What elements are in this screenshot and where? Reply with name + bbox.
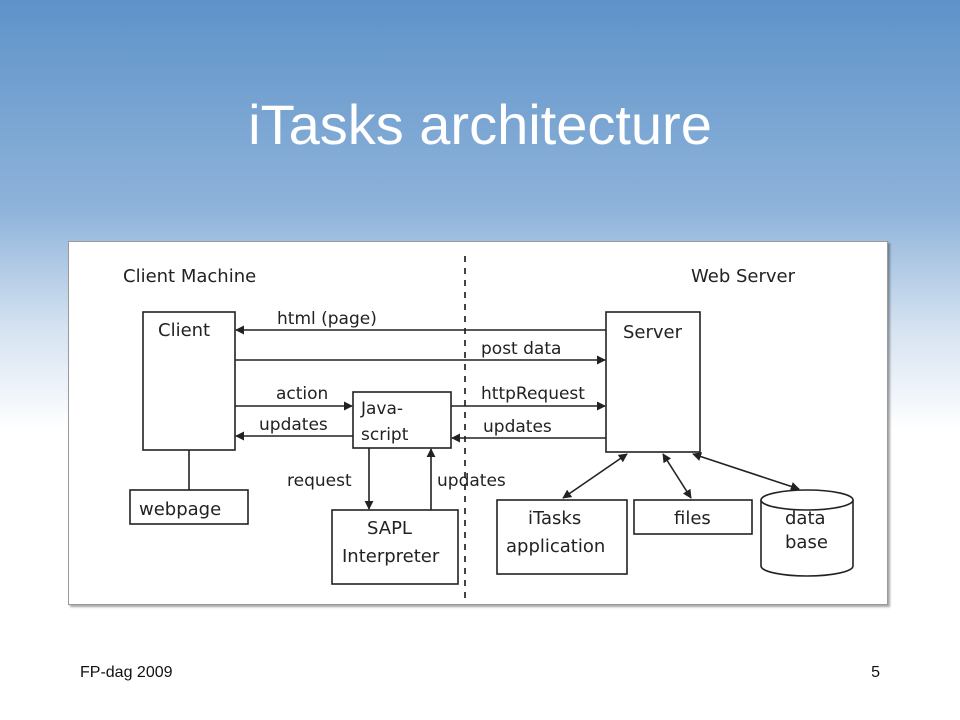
database-label-line2: base	[785, 532, 828, 553]
itasks-app-label-line1: iTasks	[528, 508, 581, 529]
server-box	[605, 311, 701, 453]
database-cylinder	[760, 500, 854, 577]
server-label: Server	[623, 322, 683, 343]
updates-from-sapl-label: updates	[437, 471, 506, 491]
page-number: 5	[871, 664, 880, 681]
itasks-application-box	[496, 499, 628, 575]
javascript-box	[352, 391, 452, 449]
server-files-arrow	[662, 453, 692, 499]
itasks-app-label-line2: application	[506, 536, 605, 557]
web-server-label: Web Server	[691, 266, 796, 287]
client-label: Client	[158, 320, 210, 341]
architecture-diagram: Client Machine Web Server Client webpage…	[68, 241, 888, 605]
javascript-label-line1: Java-	[360, 399, 403, 419]
sapl-label-line2: Interpreter	[342, 546, 440, 567]
request-label: request	[287, 471, 352, 491]
webpage-box	[129, 489, 249, 525]
files-box	[633, 499, 753, 535]
sapl-label-line1: SAPL	[367, 518, 412, 539]
updates-to-client-label: updates	[259, 415, 328, 435]
client-machine-label: Client Machine	[123, 266, 256, 287]
database-cylinder-top	[760, 489, 854, 511]
updates-to-js-label: updates	[483, 417, 552, 437]
post-data-label: post data	[481, 339, 561, 359]
sapl-interpreter-box	[331, 509, 459, 585]
database-label-line1: data	[785, 508, 826, 529]
http-request-label: httpRequest	[481, 384, 585, 404]
files-label: files	[674, 508, 711, 529]
slide-title: iTasks architecture	[248, 93, 712, 156]
server-itasks-arrow	[562, 453, 628, 499]
action-label: action	[276, 384, 328, 404]
html-page-label: html (page)	[277, 309, 377, 329]
architecture-diagram-svg: Client Machine Web Server Client webpage…	[123, 256, 854, 600]
javascript-label-line2: script	[361, 425, 409, 445]
server-database-arrow	[692, 452, 800, 491]
footer-event-label: FP-dag 2009	[80, 664, 173, 681]
webpage-label: webpage	[139, 499, 221, 520]
